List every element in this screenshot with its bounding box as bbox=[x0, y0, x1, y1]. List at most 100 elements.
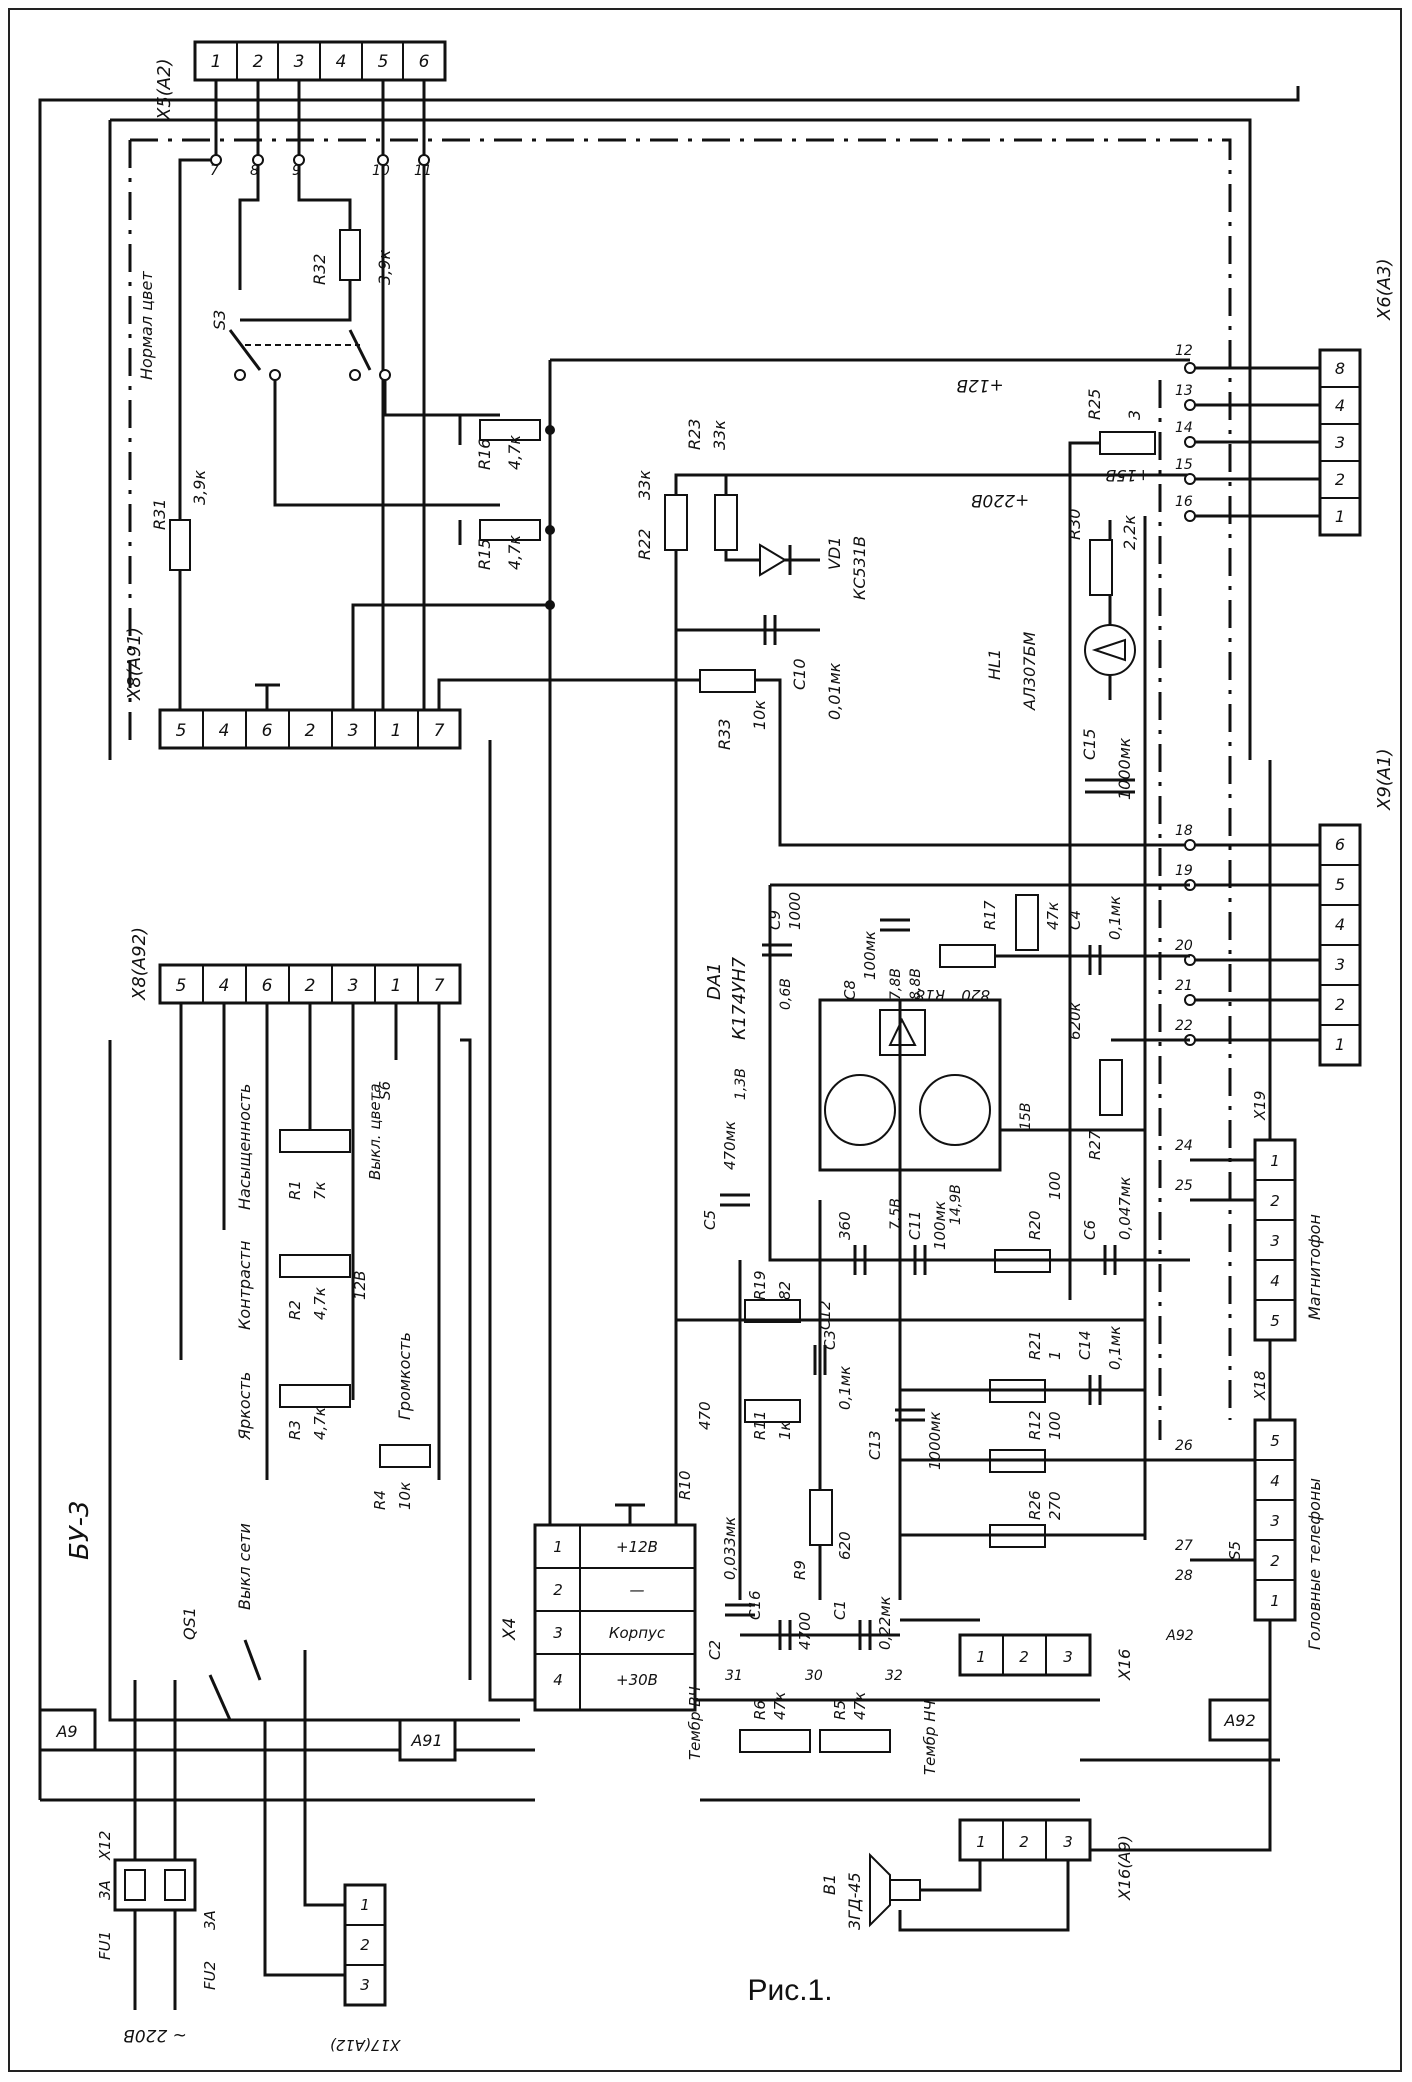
svg-text:32: 32 bbox=[885, 1668, 903, 1684]
svg-text:360: 360 bbox=[836, 1211, 854, 1240]
svg-text:HL1: HL1 bbox=[985, 649, 1004, 680]
svg-text:R31: R31 bbox=[150, 499, 169, 530]
svg-text:2: 2 bbox=[1335, 995, 1345, 1014]
svg-text:620: 620 bbox=[836, 1531, 854, 1560]
page-frame bbox=[8, 8, 1402, 2072]
svg-text:47к: 47к bbox=[851, 1692, 869, 1720]
svg-text:4700: 4700 bbox=[796, 1612, 814, 1650]
svg-text:100мк: 100мк bbox=[861, 931, 879, 980]
svg-text:8,8В: 8,8В bbox=[908, 968, 924, 1000]
svg-text:820: 820 bbox=[961, 986, 990, 1004]
svg-text:3,9к: 3,9к bbox=[190, 470, 209, 505]
left-loop-a92 bbox=[108, 1040, 520, 1722]
connector-x18: 5 4 3 2 1 Х18 Головные телефоны S5 bbox=[1226, 1371, 1324, 1650]
connector-x6: 8 4 3 2 1 Х6(А3) bbox=[1318, 258, 1395, 537]
svg-text:1: 1 bbox=[976, 1648, 986, 1666]
svg-text:R18: R18 bbox=[915, 986, 945, 1004]
svg-text:3: 3 bbox=[294, 52, 305, 72]
svg-text:2: 2 bbox=[305, 721, 316, 741]
svg-text:1: 1 bbox=[391, 721, 402, 741]
svg-text:—: — bbox=[630, 1581, 645, 1599]
svg-text:R32: R32 bbox=[310, 254, 329, 285]
s6-label: Выкл. цвета bbox=[366, 1083, 384, 1180]
svg-text:С13: С13 bbox=[866, 1430, 884, 1460]
svg-text:33к: 33к bbox=[710, 420, 729, 450]
svg-text:R17: R17 bbox=[981, 900, 999, 930]
chassis-wire-right bbox=[1080, 760, 1272, 1852]
svg-text:0,6В: 0,6В bbox=[778, 978, 794, 1010]
resistor-r30 bbox=[1089, 539, 1113, 596]
svg-text:R3: R3 bbox=[286, 1420, 304, 1440]
svg-text:С5: С5 bbox=[701, 1210, 719, 1230]
svg-text:4,7к: 4,7к bbox=[311, 1287, 329, 1320]
svg-text:26: 26 bbox=[1175, 1438, 1193, 1454]
svg-text:4: 4 bbox=[1335, 396, 1345, 415]
block-a92-label: А92 bbox=[1223, 1711, 1255, 1730]
svg-text:7: 7 bbox=[210, 163, 219, 179]
svg-text:VD1: VD1 bbox=[825, 537, 844, 570]
x18-label: Головные телефоны bbox=[1305, 1478, 1324, 1650]
svg-text:6: 6 bbox=[419, 52, 430, 72]
svg-text:14: 14 bbox=[1175, 420, 1193, 436]
x16-a9-name: Х16(А9) bbox=[1115, 1835, 1134, 1901]
svg-text:R5: R5 bbox=[831, 1700, 849, 1720]
block-a9 bbox=[38, 1708, 97, 1752]
svg-text:Корпус: Корпус bbox=[609, 1624, 666, 1642]
svg-text:10к: 10к bbox=[396, 1482, 414, 1510]
svg-text:2: 2 bbox=[305, 976, 316, 996]
block-a92-small-label: А92 bbox=[1165, 1628, 1193, 1644]
svg-text:R23: R23 bbox=[685, 419, 704, 450]
svg-text:27: 27 bbox=[1175, 1538, 1193, 1554]
svg-text:R9: R9 bbox=[791, 1560, 809, 1580]
svg-text:1: 1 bbox=[211, 52, 222, 72]
x5-wire-3 bbox=[297, 80, 352, 230]
svg-text:0,1мк: 0,1мк bbox=[1106, 1326, 1124, 1370]
svg-text:2: 2 bbox=[360, 1936, 370, 1954]
svg-text:S6: S6 bbox=[376, 1081, 394, 1100]
r32-wire bbox=[240, 280, 352, 322]
svg-text:3,9к: 3,9к bbox=[375, 250, 394, 285]
r10-ref: R10 bbox=[676, 1470, 694, 1500]
svg-text:1: 1 bbox=[553, 1538, 563, 1556]
svg-text:1: 1 bbox=[1335, 1035, 1345, 1054]
switch-qs1-b bbox=[243, 1639, 262, 1681]
svg-text:3ГД-45: 3ГД-45 bbox=[845, 1872, 864, 1930]
bus-x4-left bbox=[488, 740, 1100, 1702]
switch-s3: S3 bbox=[210, 310, 391, 381]
connector-x19: 1 2 3 4 5 Х19 Магнитофон bbox=[1251, 1091, 1324, 1342]
r2-label: Контрастн bbox=[235, 1241, 254, 1330]
connector-x5: 1 2 3 4 5 6 Х5(А2) bbox=[154, 40, 447, 121]
zener-vd1 bbox=[759, 543, 787, 577]
svg-text:3: 3 bbox=[1063, 1648, 1073, 1666]
svg-text:R4: R4 bbox=[371, 1490, 389, 1510]
svg-text:R33: R33 bbox=[715, 719, 734, 750]
transistor-q1 bbox=[824, 1074, 896, 1146]
svg-text:3: 3 bbox=[1063, 1833, 1073, 1851]
svg-text:100: 100 bbox=[1046, 1411, 1064, 1440]
resistor-r9 bbox=[809, 1489, 833, 1546]
svg-text:R16: R16 bbox=[475, 439, 494, 470]
svg-text:DA1: DA1 bbox=[704, 962, 725, 1000]
svg-text:620к: 620к bbox=[1066, 1002, 1084, 1040]
resistor-r25 bbox=[1099, 431, 1156, 455]
r6-label: Тембр ВЧ bbox=[686, 1686, 704, 1760]
svg-text:Х18: Х18 bbox=[1251, 1371, 1269, 1401]
connector-x16: 1 2 3 Х16 bbox=[958, 1633, 1134, 1681]
pot-r16 bbox=[479, 419, 541, 441]
svg-text:R27: R27 bbox=[1086, 1130, 1104, 1160]
svg-text:R21: R21 bbox=[1026, 1330, 1044, 1360]
svg-text:5: 5 bbox=[176, 721, 187, 741]
svg-text:3: 3 bbox=[1270, 1512, 1280, 1530]
svg-text:1: 1 bbox=[391, 976, 402, 996]
connector-x8-a92: 5 4 6 2 3 1 7 Х8(А92) bbox=[129, 927, 462, 1005]
s3-label: Нормал цвет bbox=[137, 271, 156, 380]
svg-text:+30В: +30В bbox=[616, 1671, 658, 1689]
svg-text:20: 20 bbox=[1175, 938, 1193, 954]
svg-text:1: 1 bbox=[360, 1896, 370, 1914]
svg-text:R30: R30 bbox=[1065, 509, 1084, 540]
resistor-r22 bbox=[664, 494, 688, 551]
svg-text:С9: С9 bbox=[766, 910, 784, 930]
svg-text:С8: С8 bbox=[841, 980, 859, 1000]
resistor-r17 bbox=[1015, 894, 1039, 951]
